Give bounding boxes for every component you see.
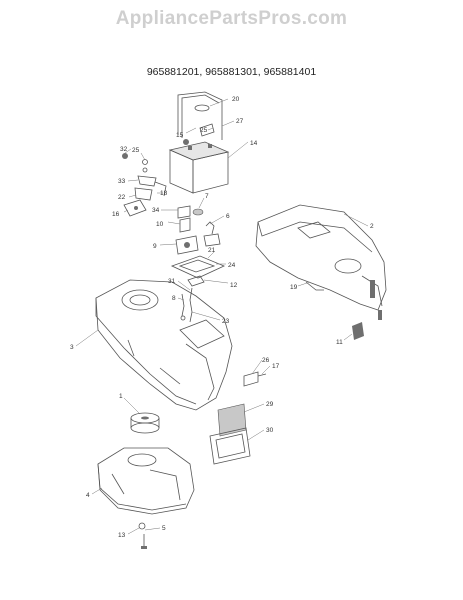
callout-31: 31: [168, 278, 176, 285]
callout-10: 10: [156, 221, 164, 228]
callout-20: 20: [232, 96, 240, 103]
part-switch-bracket: [123, 159, 167, 217]
callout-32: 32: [120, 146, 128, 153]
callout-12: 12: [230, 282, 238, 289]
part-knob-7: [192, 208, 204, 216]
watermark: AppliancePartsPros.com: [115, 8, 348, 29]
callout-16: 16: [112, 211, 120, 218]
callout-4: 4: [86, 492, 90, 499]
callout-17: 17: [272, 363, 280, 370]
callout-1: 1: [119, 393, 123, 400]
callout-27: 27: [236, 118, 244, 125]
callout-5: 5: [162, 525, 166, 532]
callout-29: 29: [266, 401, 274, 408]
part-switch-34: [177, 205, 191, 233]
callout-22: 22: [118, 194, 126, 201]
part-fitting-13: [138, 522, 147, 549]
callout-3: 3: [70, 344, 74, 351]
callout-34: 34: [152, 207, 160, 214]
part-gasket-30: [209, 427, 251, 465]
callout-7: 7: [205, 193, 209, 200]
callout-23: 23: [222, 318, 230, 325]
callout-8: 8: [172, 295, 176, 302]
part-dash-plate: [170, 255, 225, 287]
part-battery: [168, 123, 230, 194]
part-handle-wire: [177, 91, 223, 145]
part-nut-32: [122, 153, 128, 159]
part-screw-6: [203, 221, 221, 247]
callout-33: 33: [118, 178, 126, 185]
callout-25-top: 25: [200, 127, 208, 134]
callout-11: 11: [336, 339, 343, 346]
part-gas-cap-1: [130, 412, 160, 434]
callout-18: 18: [160, 190, 168, 197]
callout-30: 30: [266, 427, 274, 434]
callout-15: 15: [176, 132, 184, 139]
callout-26: 26: [262, 357, 270, 364]
part-fuel-tank-4: [97, 447, 195, 515]
callout-9: 9: [153, 243, 157, 250]
callout-24: 24: [228, 262, 236, 269]
part-key-switch-9: [175, 235, 199, 255]
part-hardware-26: [243, 371, 267, 387]
part-front-body-3: [95, 279, 233, 411]
part-connector-11: [352, 322, 364, 340]
callout-6: 6: [226, 213, 230, 220]
callout-13: 13: [118, 532, 126, 539]
part-rear-cover-2: [255, 204, 387, 320]
callout-25-left: 25: [132, 147, 140, 154]
callout-19: 19: [290, 284, 298, 291]
callout-2: 2: [370, 223, 374, 230]
leader-lines: [75, 98, 369, 535]
part-cable-spring: [180, 287, 193, 323]
callout-14: 14: [250, 140, 258, 147]
callout-21: 21: [208, 247, 216, 254]
model-numbers: 965881201, 965881301, 965881401: [146, 66, 317, 78]
